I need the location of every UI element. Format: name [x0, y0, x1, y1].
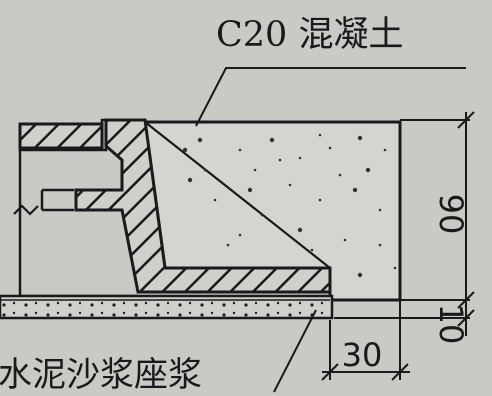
aggregate-speck [393, 266, 397, 270]
aggregate-speck [343, 238, 347, 242]
break-line [13, 204, 39, 216]
aggregate-speck [357, 135, 363, 141]
aggregate-speck [328, 146, 332, 150]
aggregate-speck [318, 133, 322, 137]
concrete-label: C20 混凝土 [216, 15, 403, 55]
dim-height-base: 10 [432, 304, 470, 345]
aggregate-speck [187, 177, 193, 183]
aggregate-speck [383, 148, 387, 152]
top-paving-block [18, 122, 104, 150]
aggregate-speckles [182, 133, 397, 278]
mortar-bed-strip [0, 294, 334, 320]
aggregate-speck [213, 198, 217, 202]
aggregate-speck [298, 156, 302, 160]
dimension-lines [321, 111, 475, 381]
aggregate-speck [352, 187, 358, 193]
curb-stone [18, 118, 332, 294]
aggregate-speck [203, 168, 207, 172]
aggregate-speck [338, 173, 342, 177]
aggregate-speck [278, 158, 282, 162]
aggregate-speck [378, 208, 382, 212]
aggregate-speck [318, 198, 322, 202]
dim-width-toe: 30 [342, 336, 383, 374]
aggregate-speck [238, 148, 242, 152]
aggregate-speck [238, 233, 242, 237]
aggregate-speck [357, 272, 363, 278]
dim-height-main: 90 [432, 194, 470, 235]
aggregate-speck [310, 248, 314, 252]
aggregate-speck [288, 183, 292, 187]
aggregate-speck [247, 187, 253, 193]
mortar-leader-line [273, 309, 317, 393]
aggregate-speck [378, 243, 382, 247]
aggregate-speck [365, 167, 371, 173]
left-structure [13, 150, 138, 298]
concrete-leader-line [195, 67, 466, 127]
aggregate-speck [269, 137, 275, 143]
aggregate-speck [253, 168, 257, 172]
aggregate-speck [297, 227, 303, 233]
aggregate-speck [182, 147, 188, 153]
aggregate-speck [197, 137, 203, 143]
aggregate-speck [260, 213, 264, 217]
mortar-bed-label: 水泥沙浆座浆 [0, 355, 202, 395]
aggregate-speck [226, 243, 230, 247]
haunch-diagonal-line [144, 121, 331, 269]
